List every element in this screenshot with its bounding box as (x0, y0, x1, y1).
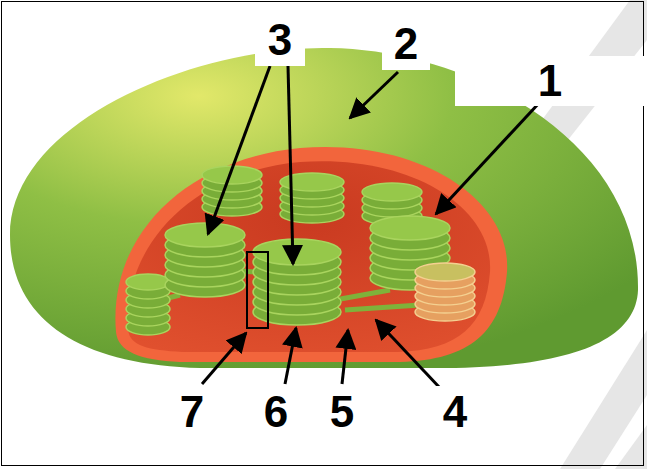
callout-number: 6 (252, 386, 300, 438)
thylakoid-disc (415, 263, 475, 281)
stroma-lamella-box (247, 252, 268, 328)
thylakoid-disc (370, 216, 450, 240)
callout-number: 1 (455, 56, 645, 106)
thylakoid-disc (362, 183, 422, 201)
granum (202, 166, 262, 216)
stroma-lamella (335, 290, 390, 300)
callout-number: 7 (168, 386, 216, 438)
callout-number: 2 (382, 18, 430, 70)
thylakoid-disc (126, 274, 170, 290)
stroma (128, 161, 491, 352)
callout-number: 5 (318, 386, 366, 438)
grana-stacks (126, 166, 475, 335)
callout-number: 3 (255, 14, 305, 66)
granum (165, 223, 245, 297)
granum (126, 274, 170, 335)
inner-membrane (115, 147, 507, 362)
stroma-lamella (345, 305, 420, 310)
callout-number: 4 (430, 386, 480, 438)
thylakoid-disc (165, 223, 245, 247)
granum (415, 263, 475, 321)
leader-lines (202, 66, 540, 388)
